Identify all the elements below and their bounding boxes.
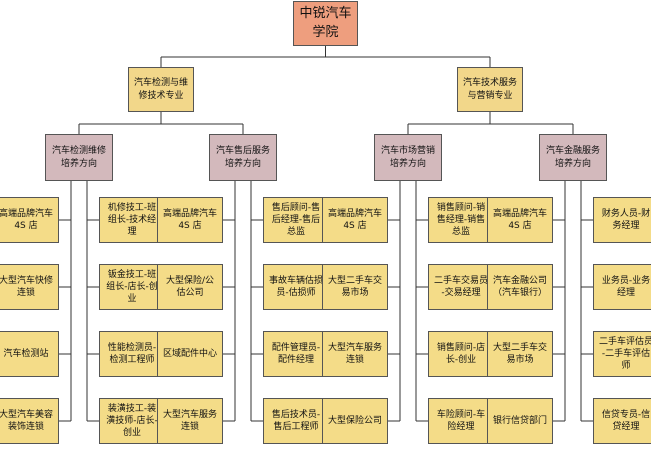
place-1-0-0: 高端品牌汽车 4S 店 [322,197,388,243]
direction-1-0-label: 汽车市场营销 培养方向 [380,146,435,169]
major-0: 汽车检测与维 修技术专业 [128,67,194,112]
career-0-1-0-label: 售后顾问-售 后经理-售后 总监 [271,202,321,238]
career-0-0-2-label: 性能检测员- 检测工程师 [107,342,157,365]
direction-0-1: 汽车售后服务 培养方向 [209,134,277,181]
place-1-1-1: 汽车金融公司 （汽车银行） [487,264,553,310]
career-1-1-0: 财务人员-财 务经理 [593,197,651,243]
direction-0-0: 汽车检测维修 培养方向 [45,134,113,181]
career-1-0-3: 车险顾问-车 险经理 [428,398,494,444]
direction-0-1-label: 汽车售后服务 培养方向 [215,146,270,169]
place-1-0-0-label: 高端品牌汽车 4S 店 [327,208,382,231]
root-node-label: 中锐汽车 学院 [299,5,352,40]
career-1-1-2-label: 二手车评估员 -二手车评估 师 [598,336,651,372]
place-0-0-1-label: 大型汽车快修 连锁 [0,275,53,298]
place-1-0-3-label: 大型保险公司 [327,415,382,426]
career-0-0-3: 装潢技工-装 潢技师-店长- 创业 [99,398,165,444]
place-1-1-3: 银行信贷部门 [487,398,553,444]
major-1: 汽车技术服务 与营销专业 [457,67,523,112]
place-0-0-2: 汽车检测站 [0,331,59,377]
career-1-0-2: 销售顾问-店 长-创业 [428,331,494,377]
career-1-1-1: 业务员-业务 经理 [593,264,651,310]
career-0-1-2: 配件管理员- 配件经理 [263,331,329,377]
place-0-1-2-label: 区域配件中心 [162,348,217,359]
place-1-1-2: 大型二手车交 易市场 [487,331,553,377]
place-1-1-0-label: 高端品牌汽车 4S 店 [492,208,547,231]
place-1-1-0: 高端品牌汽车 4S 店 [487,197,553,243]
career-1-1-3-label: 信贷专员-信 贷经理 [601,409,651,432]
place-1-1-2-label: 大型二手车交 易市场 [492,342,547,365]
career-0-1-3-label: 售后技术员- 售后工程师 [271,409,321,432]
career-1-0-1: 二手车交易员 -交易经理 [428,264,494,310]
direction-1-1-label: 汽车金融服务 培养方向 [545,146,600,169]
career-1-0-2-label: 销售顾问-店 长-创业 [436,342,486,365]
career-1-0-0-label: 销售顾问-销 售经理-销售 总监 [436,202,486,238]
place-1-0-1: 大型二手车交 易市场 [322,264,388,310]
place-0-0-3-label: 大型汽车美容 装饰连锁 [0,409,53,432]
major-1-label: 汽车技术服务 与营销专业 [462,78,517,101]
place-0-1-0: 高端品牌汽车 4S 店 [157,197,223,243]
career-1-1-3: 信贷专员-信 贷经理 [593,398,651,444]
place-1-1-3-label: 银行信贷部门 [492,415,547,426]
root-node: 中锐汽车 学院 [293,1,358,46]
major-0-label: 汽车检测与维 修技术专业 [133,78,188,101]
career-1-0-1-label: 二手车交易员 -交易经理 [433,275,488,298]
direction-1-0: 汽车市场营销 培养方向 [374,134,442,181]
direction-1-1: 汽车金融服务 培养方向 [539,134,607,181]
career-0-1-3: 售后技术员- 售后工程师 [263,398,329,444]
place-1-0-2-label: 大型汽车服务 连锁 [327,342,382,365]
place-0-1-2: 区域配件中心 [157,331,223,377]
career-0-0-1: 钣金技工-班 组长-店长-创 业 [99,264,165,310]
place-1-0-2: 大型汽车服务 连锁 [322,331,388,377]
place-0-1-3: 大型汽车服务 连锁 [157,398,223,444]
career-0-1-0: 售后顾问-售 后经理-售后 总监 [263,197,329,243]
place-1-0-3: 大型保险公司 [322,398,388,444]
career-0-1-2-label: 配件管理员- 配件经理 [271,342,321,365]
place-0-1-1-label: 大型保险/公 估公司 [165,275,215,298]
place-0-0-0: 高端品牌汽车 4S 店 [0,197,59,243]
career-0-0-1-label: 钣金技工-班 组长-店长-创 业 [106,269,158,305]
career-0-0-2: 性能检测员- 检测工程师 [99,331,165,377]
career-0-1-1: 事故车辆估损 员-估损师 [263,264,329,310]
career-0-0-0: 机修技工-班 组长-技术经 理 [99,197,165,243]
place-0-0-0-label: 高端品牌汽车 4S 店 [0,208,53,231]
direction-0-0-label: 汽车检测维修 培养方向 [51,146,106,169]
place-0-0-1: 大型汽车快修 连锁 [0,264,59,310]
career-0-0-0-label: 机修技工-班 组长-技术经 理 [107,202,157,238]
career-1-1-1-label: 业务员-业务 经理 [601,275,651,298]
career-0-1-1-label: 事故车辆估损 员-估损师 [268,275,323,298]
place-0-0-3: 大型汽车美容 装饰连锁 [0,398,59,444]
place-0-0-2-label: 汽车检测站 [3,348,49,359]
career-1-0-3-label: 车险顾问-车 险经理 [436,409,486,432]
place-1-1-1-label: 汽车金融公司 （汽车银行） [492,275,547,298]
place-1-0-1-label: 大型二手车交 易市场 [327,275,382,298]
career-0-0-3-label: 装潢技工-装 潢技师-店长- 创业 [106,403,158,439]
career-1-1-0-label: 财务人员-财 务经理 [601,208,651,231]
career-1-0-0: 销售顾问-销 售经理-销售 总监 [428,197,494,243]
place-0-1-3-label: 大型汽车服务 连锁 [162,409,217,432]
place-0-1-0-label: 高端品牌汽车 4S 店 [162,208,217,231]
place-0-1-1: 大型保险/公 估公司 [157,264,223,310]
career-1-1-2: 二手车评估员 -二手车评估 师 [593,331,651,377]
